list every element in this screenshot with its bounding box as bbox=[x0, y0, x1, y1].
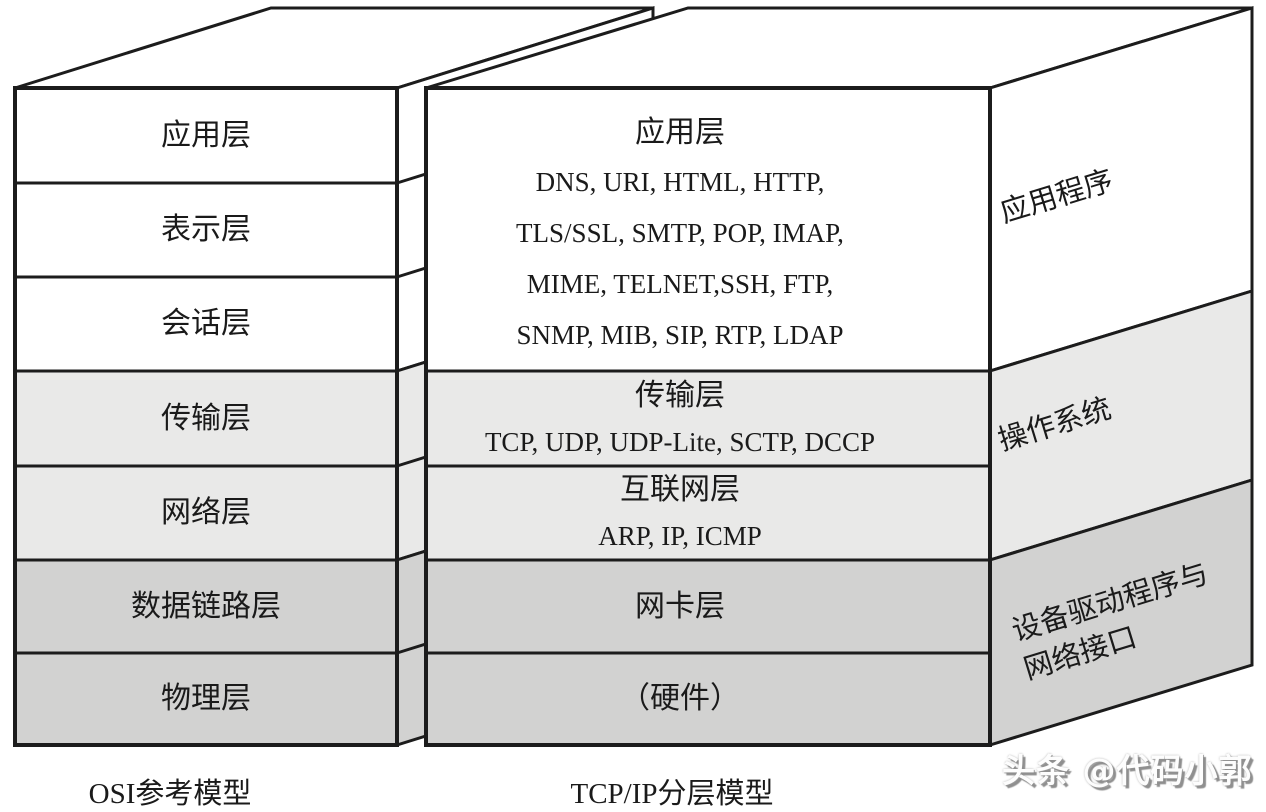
watermark-text: 头条 @代码小郭 bbox=[1002, 751, 1253, 790]
tcpip-front-outline bbox=[424, 86, 992, 747]
tcpip-internet-protocols: ARP, IP, ICMP bbox=[598, 521, 762, 551]
osi-label-physical: 物理层 bbox=[161, 682, 251, 715]
osi-row-session bbox=[13, 275, 399, 373]
tcpip-netcard-block: 网卡层 bbox=[426, 560, 990, 653]
tcpip-application-title: 应用层 bbox=[635, 115, 725, 149]
tcpip-hardware-block: （硬件） bbox=[426, 653, 990, 745]
osi-label-network: 网络层 bbox=[161, 496, 251, 529]
osi-label-presentation: 表示层 bbox=[161, 213, 251, 246]
tcpip-hardware-title: （硬件） bbox=[620, 682, 740, 715]
osi-label-transport: 传输层 bbox=[161, 401, 251, 435]
tcpip-application-block: 应用层 DNS, URI, HTML, HTTP, TLS/SSL, SMTP,… bbox=[426, 88, 990, 371]
osi-row-physical bbox=[13, 651, 399, 747]
tcpip-application-protocols-line1: DNS, URI, HTML, HTTP, bbox=[535, 166, 825, 197]
tcpip-transport-block: 传输层 TCP, UDP, UDP-Lite, SCTP, DCCP bbox=[426, 371, 990, 466]
osi-label-application: 应用层 bbox=[161, 118, 251, 152]
osi-caption: OSI参考模型 bbox=[88, 778, 252, 810]
tcpip-application-protocols-line2: TLS/SSL, SMTP, POP, IMAP, bbox=[516, 217, 844, 248]
osi-label-session: 会话层 bbox=[161, 307, 251, 340]
tcpip-netcard-title: 网卡层 bbox=[635, 589, 725, 623]
tcpip-transport-protocols: TCP, UDP, UDP-Lite, SCTP, DCCP bbox=[484, 426, 876, 457]
osi-label-datalink: 数据链路层 bbox=[131, 589, 281, 623]
tcpip-application-protocols-line4: SNMP, MIB, SIP, RTP, LDAP bbox=[516, 319, 844, 350]
tcpip-internet-block: 互联网层 ARP, IP, ICMP bbox=[426, 466, 990, 560]
tcpip-application-protocols-line3: MIME, TELNET,SSH, FTP, bbox=[526, 268, 834, 299]
osi-front-outline bbox=[13, 86, 399, 747]
tcpip-internet-title: 互联网层 bbox=[620, 473, 740, 506]
tcpip-caption: TCP/IP分层模型 bbox=[570, 778, 774, 810]
tcpip-transport-title: 传输层 bbox=[635, 378, 725, 412]
